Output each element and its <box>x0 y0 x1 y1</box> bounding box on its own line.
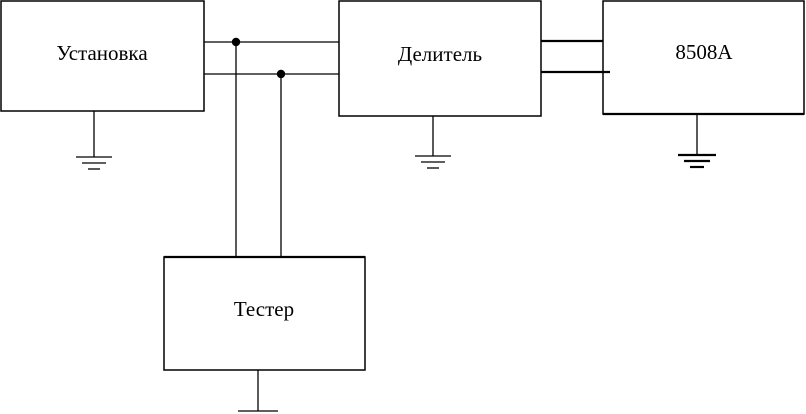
ground-icon <box>76 111 112 170</box>
block-analyzer-label: 8508A <box>675 40 733 64</box>
junction-dot-upper <box>231 37 241 47</box>
wires-ustanovka-delitel <box>204 41 339 75</box>
ground-icon <box>678 114 716 169</box>
block-delitel-label: Делитель <box>398 42 482 66</box>
block-tester: Тестер <box>163 255 366 371</box>
ground-icon <box>238 370 278 412</box>
wires-delitel-analyzer <box>541 39 610 74</box>
wires-to-tester <box>235 42 282 257</box>
block-ustanovka: Установка <box>0 0 205 112</box>
block-analyzer: 8508A <box>602 0 805 116</box>
junction-dot-lower <box>276 69 286 79</box>
ground-icon <box>415 116 451 169</box>
block-tester-label: Тестер <box>234 297 294 321</box>
block-ustanovka-label: Установка <box>56 41 148 65</box>
block-delitel: Делитель <box>338 0 542 117</box>
